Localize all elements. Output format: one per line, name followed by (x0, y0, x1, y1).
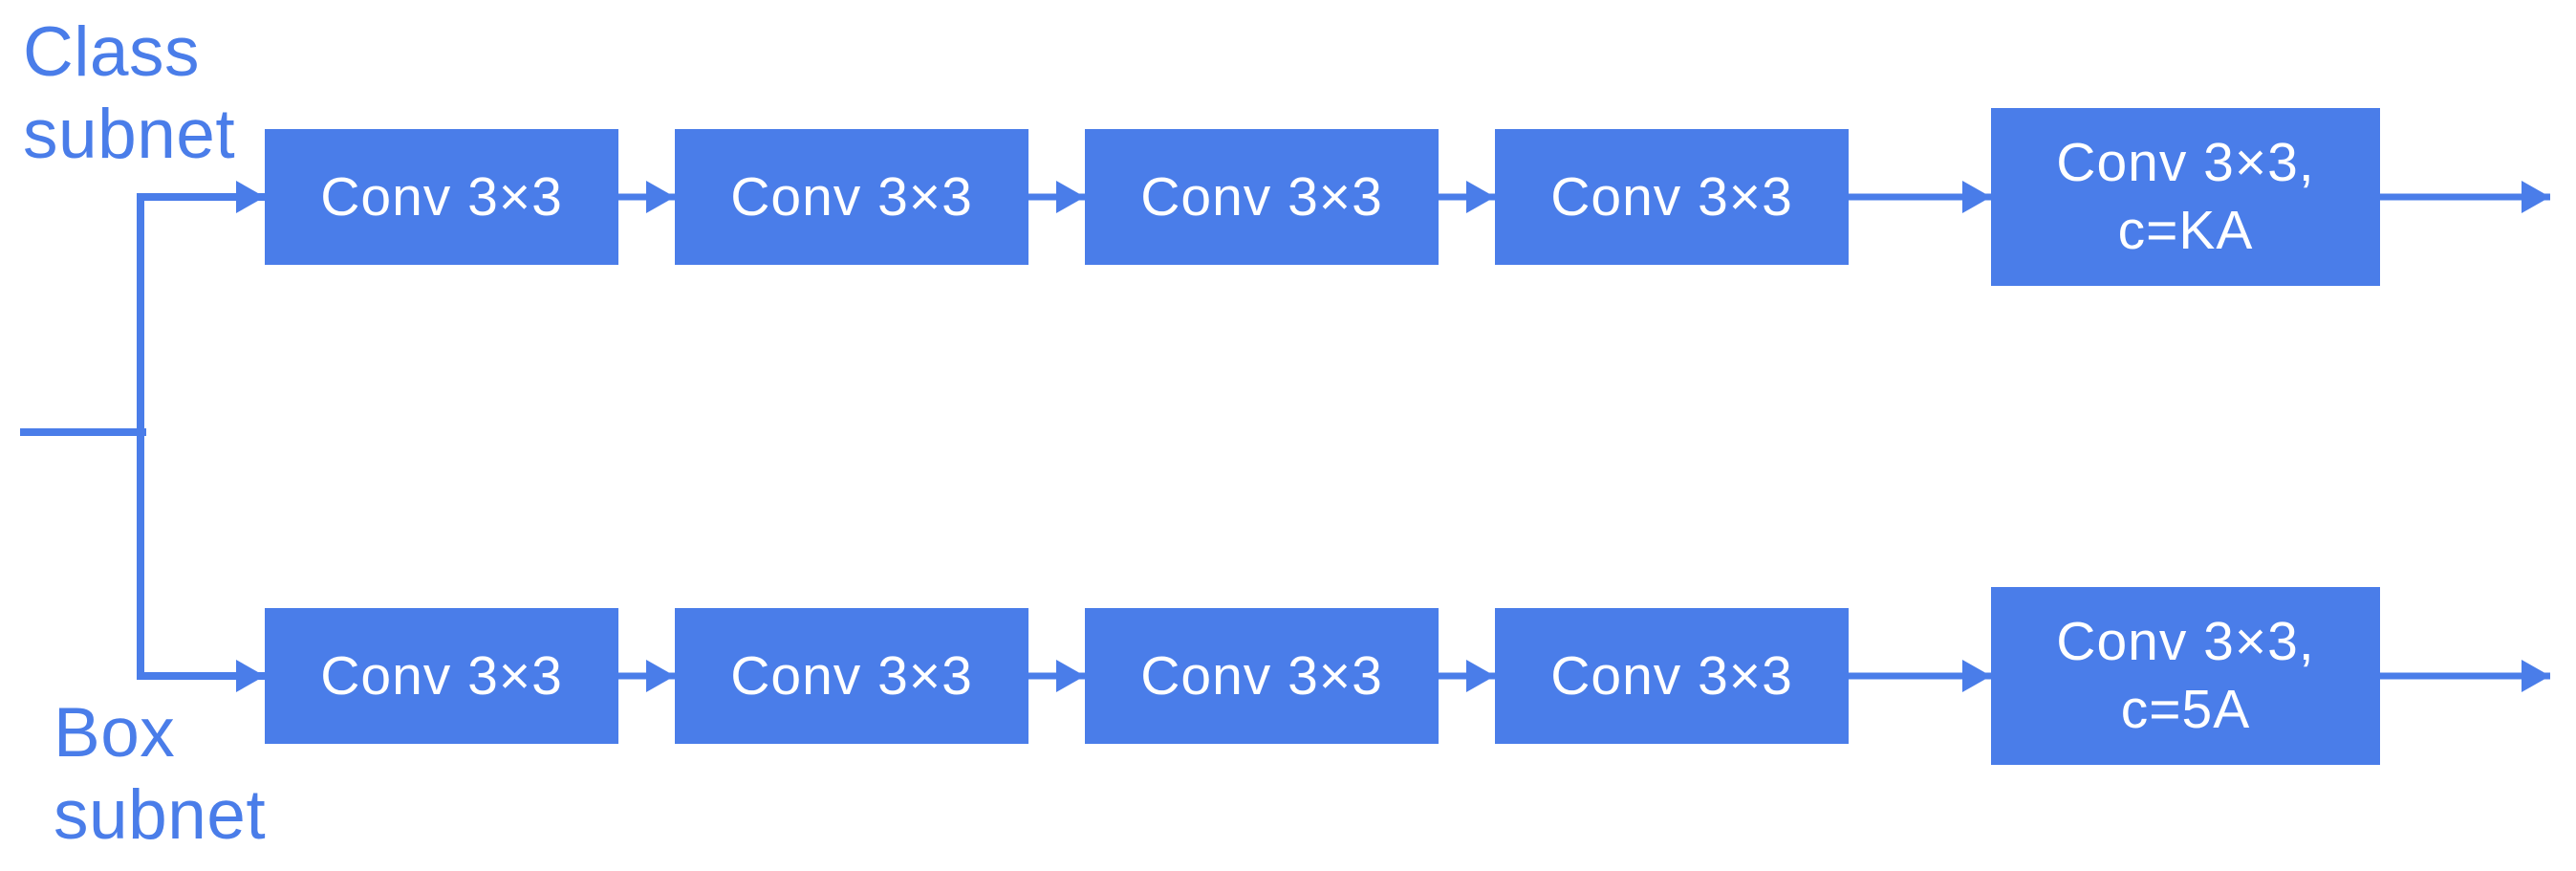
box-conv-box-3: Conv 3×3 (1085, 608, 1439, 744)
class-subnet-label: Class subnet (23, 13, 236, 173)
class-conv-box-3: Conv 3×3 (1085, 129, 1439, 265)
box-branch-connector-arrow (137, 432, 265, 692)
class-branch-connector-arrow (137, 181, 265, 676)
class-final-conv-line1: Conv 3×3, (2056, 132, 2315, 193)
class-final-conv-line2: c=KA (2117, 200, 2254, 261)
box-final-conv-line2: c=5A (2120, 679, 2251, 740)
class-conv-box-2: Conv 3×3 (675, 129, 1028, 265)
box-conv-box-1: Conv 3×3 (265, 608, 618, 744)
box-subnet-label: Box subnet (54, 694, 267, 854)
box-conv-box-2: Conv 3×3 (675, 608, 1028, 744)
box-final-conv-line1: Conv 3×3, (2056, 611, 2315, 672)
class-final-conv-box: Conv 3×3, c=KA (1991, 108, 2380, 286)
box-final-conv-box: Conv 3×3, c=5A (1991, 587, 2380, 765)
class-conv-box-4: Conv 3×3 (1495, 129, 1849, 265)
class-conv-box-1: Conv 3×3 (265, 129, 618, 265)
box-conv-box-4: Conv 3×3 (1495, 608, 1849, 744)
